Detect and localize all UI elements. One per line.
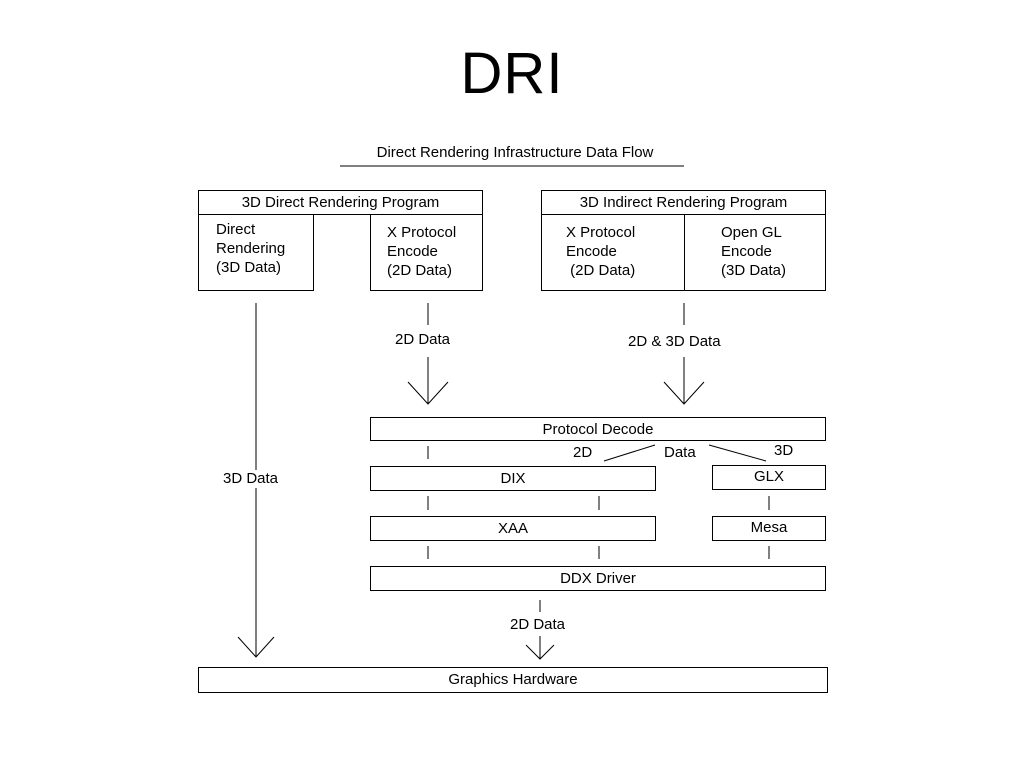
label-split-3d: 3D xyxy=(774,442,794,460)
split-line-2d xyxy=(603,444,656,462)
label-split-data: Data xyxy=(664,444,696,462)
dix-box: DIX xyxy=(370,466,656,491)
label-2d-data-top: 2D Data xyxy=(395,331,451,349)
label-3d-data: 3D Data xyxy=(223,470,279,488)
direct-program-title: 3D Direct Rendering Program xyxy=(241,194,440,211)
x-protocol-encode-indirect-box: X Protocol Encode (2D Data) xyxy=(541,214,685,291)
label-split-2d: 2D xyxy=(573,444,593,462)
x-protocol-encode-direct-label: X Protocol Encode (2D Data) xyxy=(387,224,457,279)
mesa-box: Mesa xyxy=(712,516,826,541)
ddx-driver-label: DDX Driver xyxy=(560,570,636,587)
slide-title: DRI xyxy=(460,41,564,106)
glx-label: GLX xyxy=(753,468,784,485)
arrow-2d-head xyxy=(407,381,449,405)
arrow-ddx-head xyxy=(525,644,555,660)
arrow-3d-data-head xyxy=(237,636,275,658)
direct-rendering-box: Direct Rendering (3D Data) xyxy=(198,214,314,291)
direct-program-box: 3D Direct Rendering Program xyxy=(198,190,483,215)
opengl-encode-label: Open GL Encode (3D Data) xyxy=(721,224,787,279)
split-line-3d xyxy=(708,444,767,462)
mesa-label: Mesa xyxy=(750,519,788,536)
xaa-label: XAA xyxy=(497,520,528,537)
graphics-hardware-label: Graphics Hardware xyxy=(448,671,578,688)
xaa-box: XAA xyxy=(370,516,656,541)
protocol-decode-label: Protocol Decode xyxy=(542,421,654,438)
x-protocol-encode-direct-box: X Protocol Encode (2D Data) xyxy=(370,214,483,291)
dix-label: DIX xyxy=(500,470,526,487)
diagram-title: Direct Rendering Infrastructure Data Flo… xyxy=(376,144,654,161)
indirect-program-box: 3D Indirect Rendering Program xyxy=(541,190,826,215)
opengl-encode-box: Open GL Encode (3D Data) xyxy=(684,214,826,291)
indirect-program-title: 3D Indirect Rendering Program xyxy=(579,194,788,211)
protocol-decode-box: Protocol Decode xyxy=(370,417,826,441)
direct-rendering-label: Direct Rendering (3D Data) xyxy=(216,221,286,276)
glx-box: GLX xyxy=(712,465,826,490)
label-2d-3d-data: 2D & 3D Data xyxy=(628,333,721,351)
ddx-driver-box: DDX Driver xyxy=(370,566,826,591)
x-protocol-encode-indirect-label: X Protocol Encode (2D Data) xyxy=(566,224,636,279)
label-2d-data-bottom: 2D Data xyxy=(510,616,566,634)
graphics-hardware-box: Graphics Hardware xyxy=(198,667,828,693)
arrow-2d3d-head xyxy=(663,381,705,405)
